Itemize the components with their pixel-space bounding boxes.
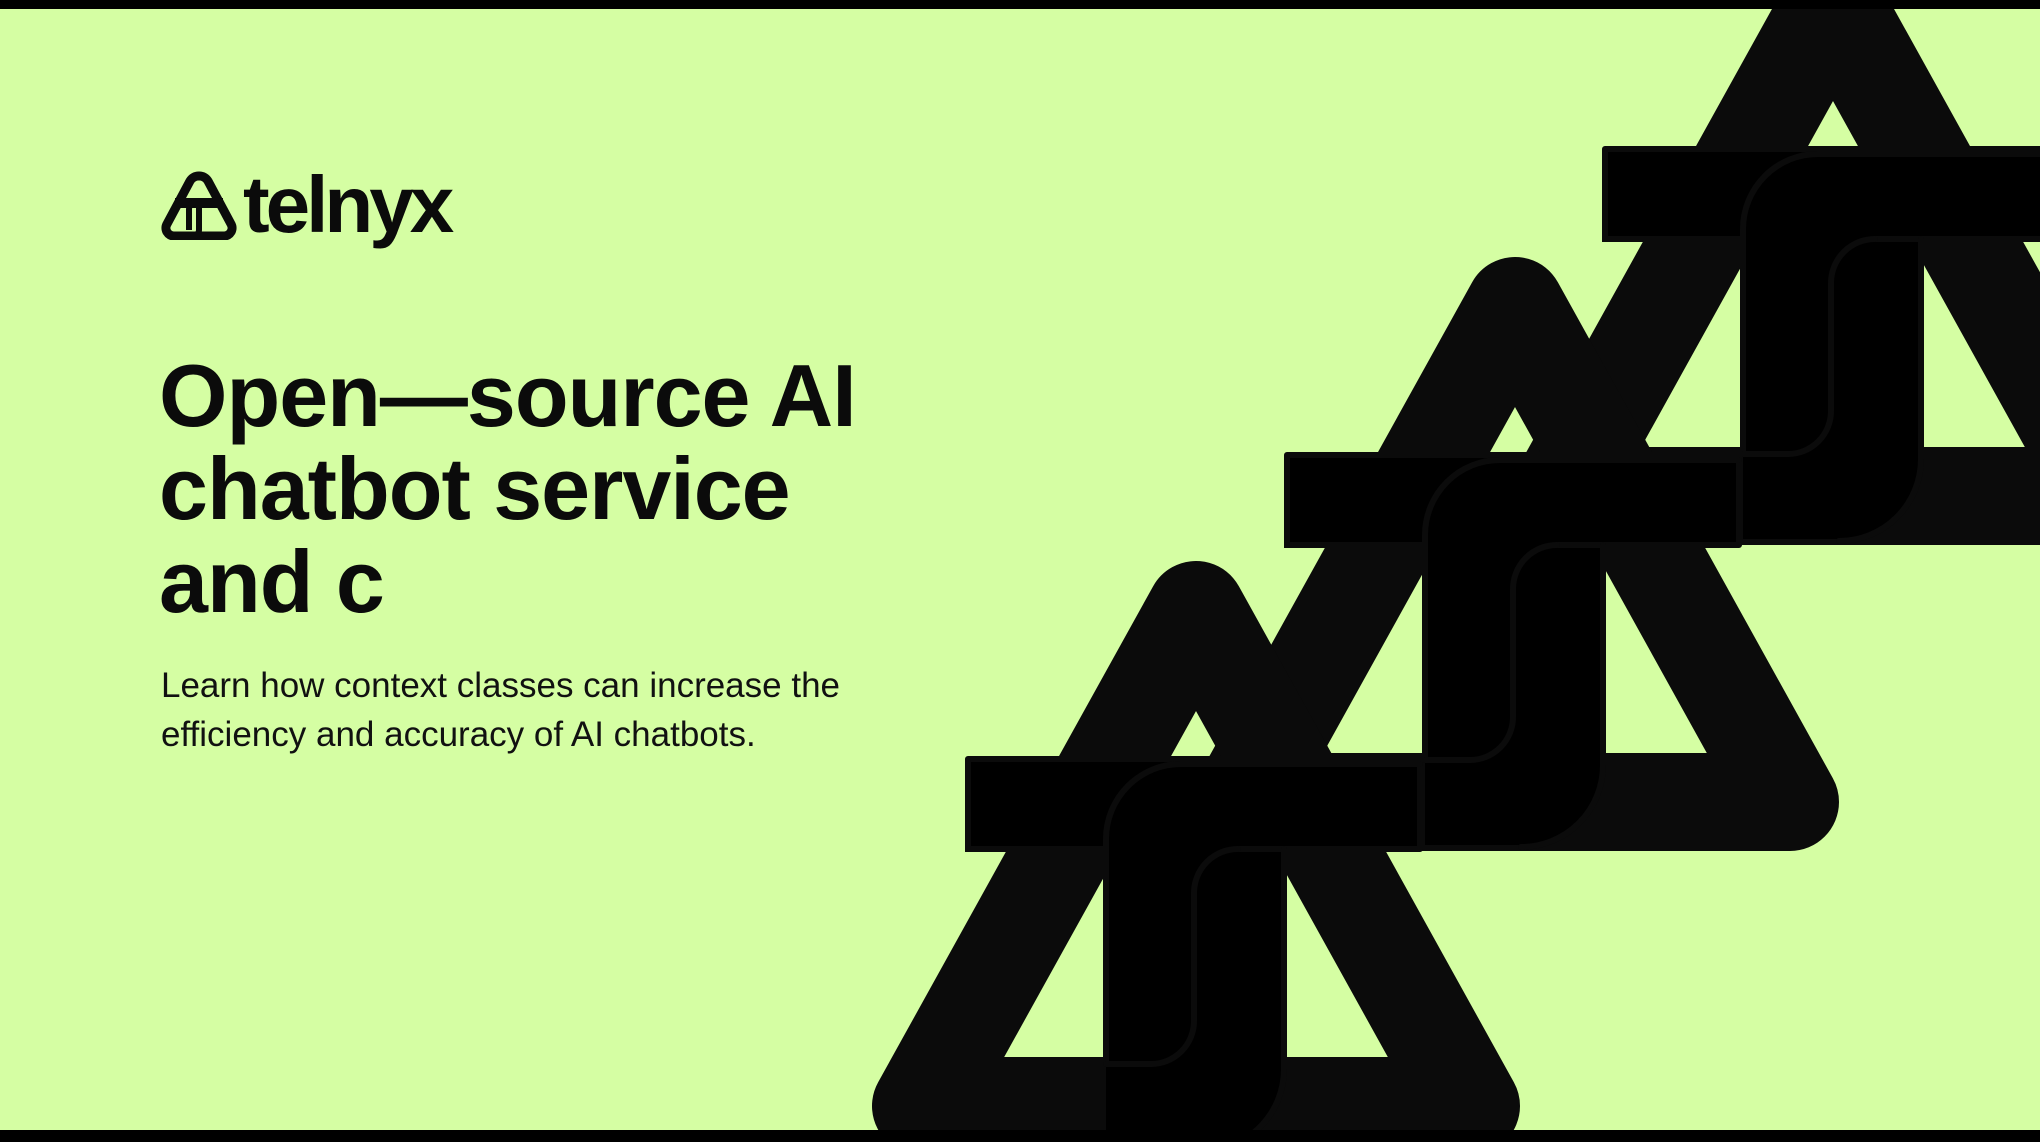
page-title-line: and c (159, 532, 385, 631)
page-title-line: Open—source AI (159, 346, 857, 445)
telnyx-wordmark: telnyx (243, 160, 454, 249)
link-shape-bottom-left (921, 610, 1471, 1130)
page-subtitle: Learn how context classes can increase t… (161, 666, 840, 754)
hero-banner: .beige .fillstroke{stroke:#e5e3d2;} .bei… (0, 9, 2040, 1130)
page-title-line: chatbot service (159, 439, 791, 538)
page-title: Open—source AI chatbot service and c (159, 346, 857, 631)
telnyx-logo[interactable]: telnyx (161, 160, 454, 249)
telnyx-logo-icon (161, 171, 237, 240)
